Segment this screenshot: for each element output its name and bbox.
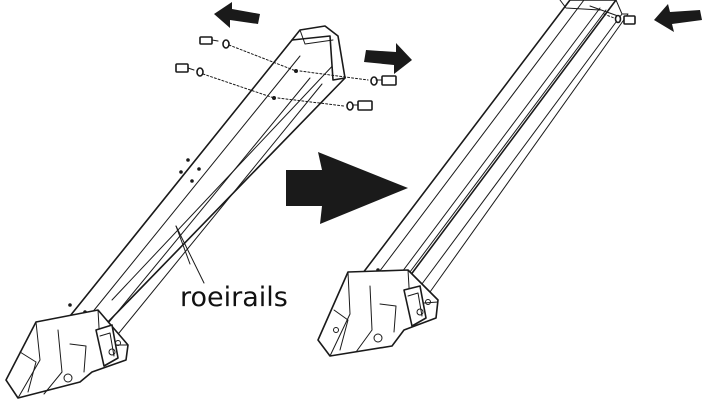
left-rail-base-bracket [5,309,129,399]
right-rail-assembly [317,0,636,357]
left-rail-assembly [5,25,397,399]
arrow-right-icon [364,43,412,74]
bolt-icon [277,97,373,111]
arrow-left-icon [654,4,702,32]
right-rail-base-bracket [317,269,439,357]
bolt-icon [603,13,636,25]
arrow-left-icon [214,2,260,28]
bolt-icon [199,36,297,72]
process-arrow-icon [286,152,408,224]
rail-label-leader [175,225,205,284]
left-rail-bolts [175,36,397,111]
bolt-icon [175,63,275,99]
bolt-icon [299,70,397,86]
rail-label: roeirails [180,282,288,313]
